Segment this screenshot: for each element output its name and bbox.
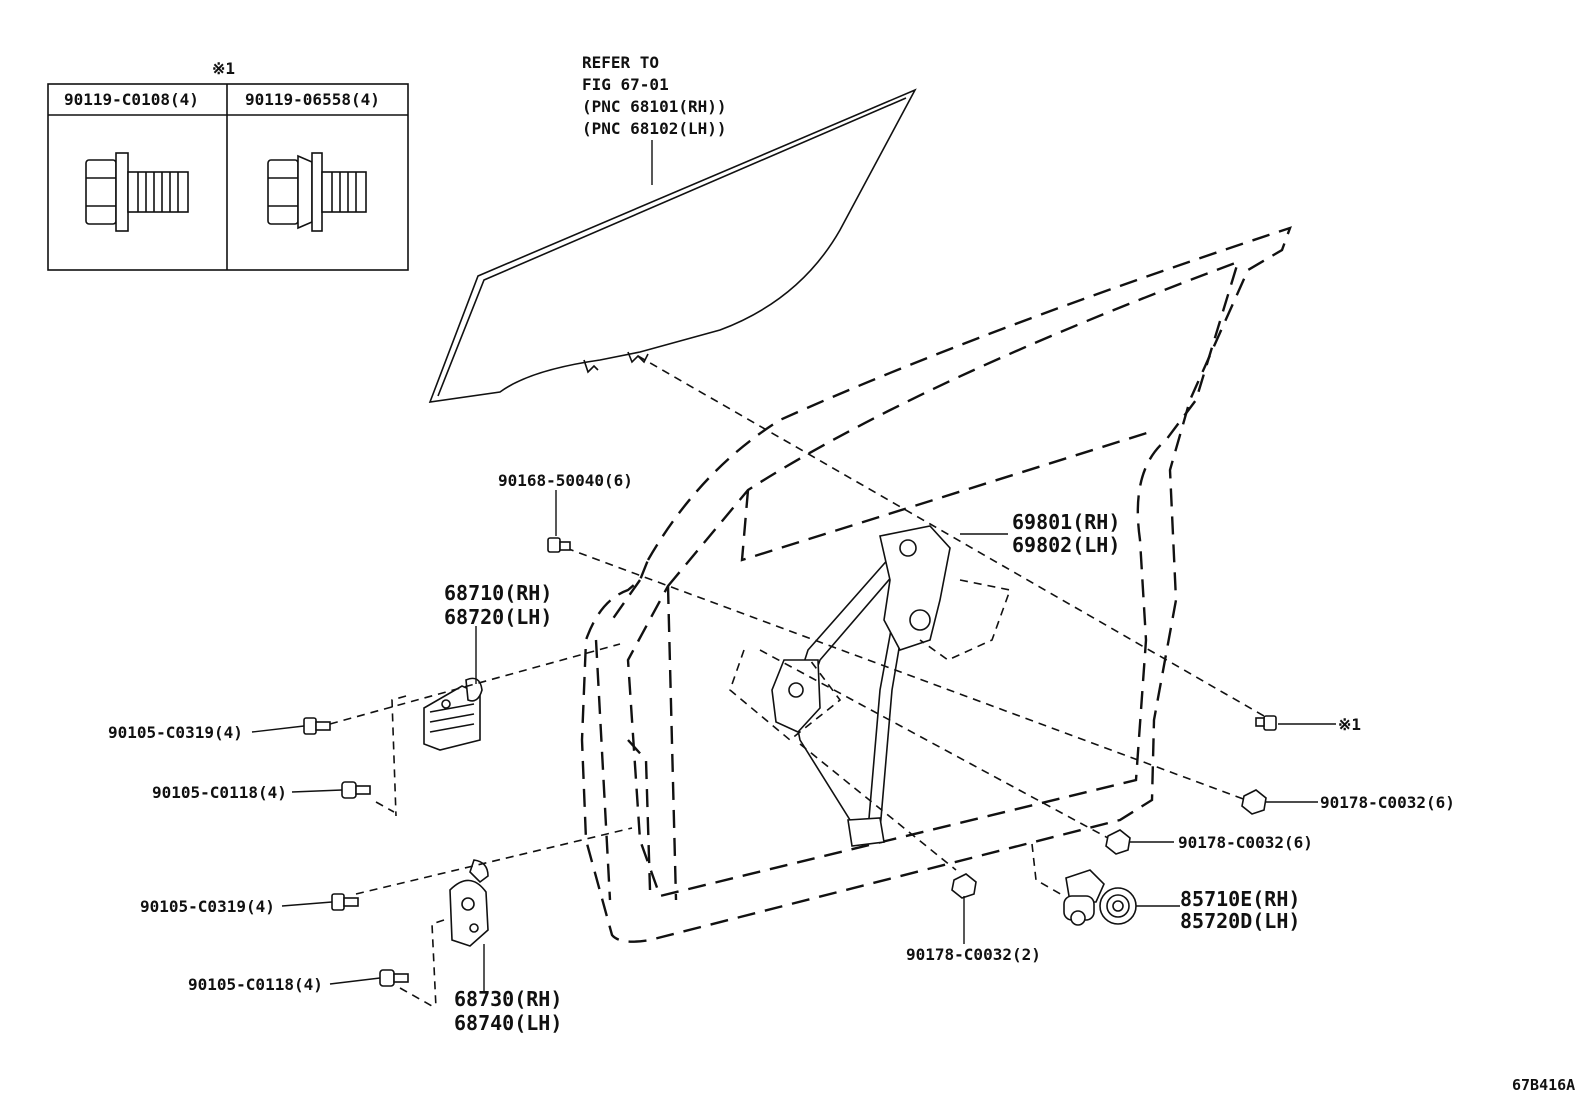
label-nut-bottom: 90178-C0032(2) <box>906 945 1041 964</box>
bolt-icon <box>331 893 359 911</box>
label-lower-hinge-rh: 68730(RH) <box>454 987 562 1011</box>
label-upper-hinge-lh: 68720(LH) <box>444 605 552 629</box>
assembly-lines <box>329 355 1265 1007</box>
glass-ref-line1: REFER TO <box>582 53 659 72</box>
figure-code: 67B416A <box>1512 1076 1575 1094</box>
window-regulator <box>729 525 1012 847</box>
bolt-icon <box>379 969 409 987</box>
nut-icon <box>1241 789 1267 815</box>
bolt-icon <box>341 781 371 799</box>
fastener-table: ※1 90119-C0108(4) 90119-06558(4) <box>47 59 409 271</box>
label-motor-rh: 85710E(RH) <box>1180 887 1300 911</box>
glass-ref-line3: (PNC 68101(RH)) <box>582 97 727 116</box>
window-motor <box>1063 869 1137 926</box>
table-note-symbol: ※1 <box>212 59 235 78</box>
flange-bolt-icon <box>85 152 189 232</box>
label-motor-lh: 85720D(LH) <box>1180 909 1300 933</box>
label-nut-right: 90178-C0032(6) <box>1320 793 1455 812</box>
table-col2-part: 90119-06558(4) <box>245 90 380 109</box>
nut-icon <box>951 873 977 899</box>
label-upper-hinge-rh: 68710(RH) <box>444 581 552 605</box>
label-bolt-lower-b: 90105-C0118(4) <box>188 975 323 994</box>
label-bolt-upper-a: 90105-C0319(4) <box>108 723 243 742</box>
fastener-parts <box>303 537 1277 987</box>
lower-hinge <box>431 859 489 1009</box>
callout-labels: 90168-50040(6) 69801(RH) 69802(LH) 68710… <box>108 471 1575 1094</box>
upper-hinge <box>391 677 483 817</box>
table-col1-part: 90119-C0108(4) <box>64 90 199 109</box>
label-lower-hinge-lh: 68740(LH) <box>454 1011 562 1035</box>
washer-bolt-icon <box>267 152 367 232</box>
label-regulator-rh: 69801(RH) <box>1012 510 1120 534</box>
label-bolt-90168: 90168-50040(6) <box>498 471 633 490</box>
glass-ref-line2: FIG 67-01 <box>582 75 669 94</box>
label-leaders <box>251 490 1336 992</box>
bolt-icon <box>547 537 571 553</box>
door-frame <box>580 226 1292 943</box>
label-bolt-lower-a: 90105-C0319(4) <box>140 897 275 916</box>
bolt-icon <box>1255 715 1277 731</box>
label-bolt-upper-b: 90105-C0118(4) <box>152 783 287 802</box>
glass-ref-line4: (PNC 68102(LH)) <box>582 119 727 138</box>
glass-reference: REFER TO FIG 67-01 (PNC 68101(RH)) (PNC … <box>582 53 727 185</box>
label-regulator-lh: 69802(LH) <box>1012 533 1120 557</box>
label-nut-mid: 90178-C0032(6) <box>1178 833 1313 852</box>
label-note-ref: ※1 <box>1338 715 1361 734</box>
nut-icon <box>1105 829 1131 855</box>
bolt-icon <box>303 717 331 735</box>
